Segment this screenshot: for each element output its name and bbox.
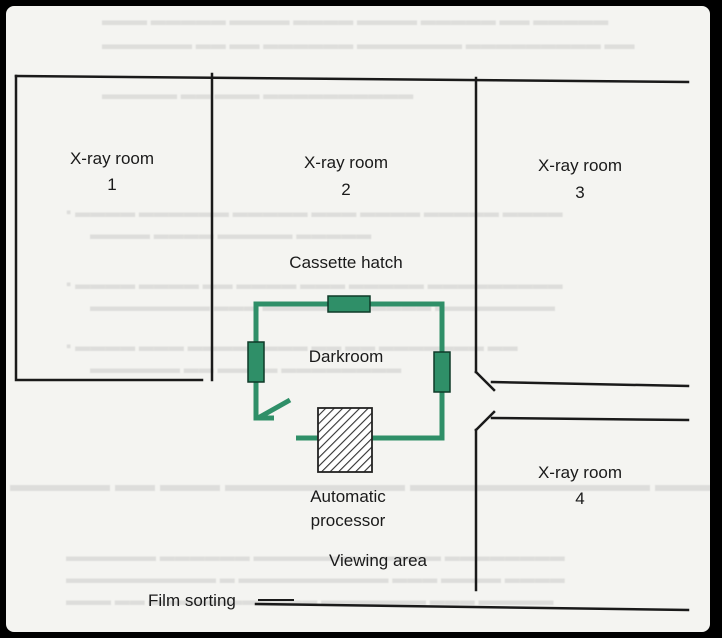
automatic-processor-shape — [317, 407, 373, 473]
room-labels: X-ray room 1 X-ray room 2 X-ray room 3 X… — [70, 149, 622, 508]
processor-label-line-2: processor — [311, 511, 386, 530]
textbook-page: ▬▬▬ ▬▬▬▬▬ ▬▬▬▬ ▬▬▬▬ ▬▬▬▬ ▬▬▬▬▬ ▬▬ ▬▬▬▬▬ … — [6, 6, 710, 632]
top-wall — [14, 74, 690, 84]
right-bench-fixture — [433, 351, 451, 393]
background-text-texture: ▬▬▬ ▬▬▬▬▬ ▬▬▬▬ ▬▬▬▬ ▬▬▬▬ ▬▬▬▬▬ ▬▬ ▬▬▬▬▬ … — [10, 13, 710, 609]
floor-plan-diagram: X-ray room 1 X-ray room 2 X-ray room 3 X… — [14, 72, 690, 612]
room-1-outer-wall — [14, 74, 204, 382]
processor-label-line-1: Automatic — [310, 487, 386, 506]
xray-room-2-number: 2 — [341, 180, 350, 199]
room-4-top-wall — [490, 416, 690, 422]
film-sorting-label: Film sorting — [148, 591, 236, 610]
cassette-hatch-label: Cassette hatch — [289, 253, 402, 272]
xray-room-1-name: X-ray room — [70, 149, 154, 168]
room-3-bottom-wall — [490, 380, 690, 388]
darkroom-label: Darkroom — [309, 347, 384, 366]
xray-room-1-number: 1 — [107, 175, 116, 194]
xray-room-2-name: X-ray room — [304, 153, 388, 172]
xray-room-3-name: X-ray room — [538, 156, 622, 175]
left-bench-fixture — [247, 341, 265, 383]
building-walls — [14, 72, 690, 612]
cassette-hatch-fixture — [327, 295, 371, 313]
xray-room-4-name: X-ray room — [538, 463, 622, 482]
bottom-wall — [254, 602, 690, 612]
door-swing-room-3 — [474, 370, 496, 392]
xray-room-3-number: 3 — [575, 183, 584, 202]
door-swing-room-4 — [474, 410, 496, 432]
darkroom-door — [256, 397, 292, 421]
xray-room-4-number: 4 — [575, 489, 584, 508]
area-labels: Cassette hatch Darkroom Automatic proces… — [148, 253, 428, 610]
viewing-area-label: Viewing area — [329, 551, 428, 570]
